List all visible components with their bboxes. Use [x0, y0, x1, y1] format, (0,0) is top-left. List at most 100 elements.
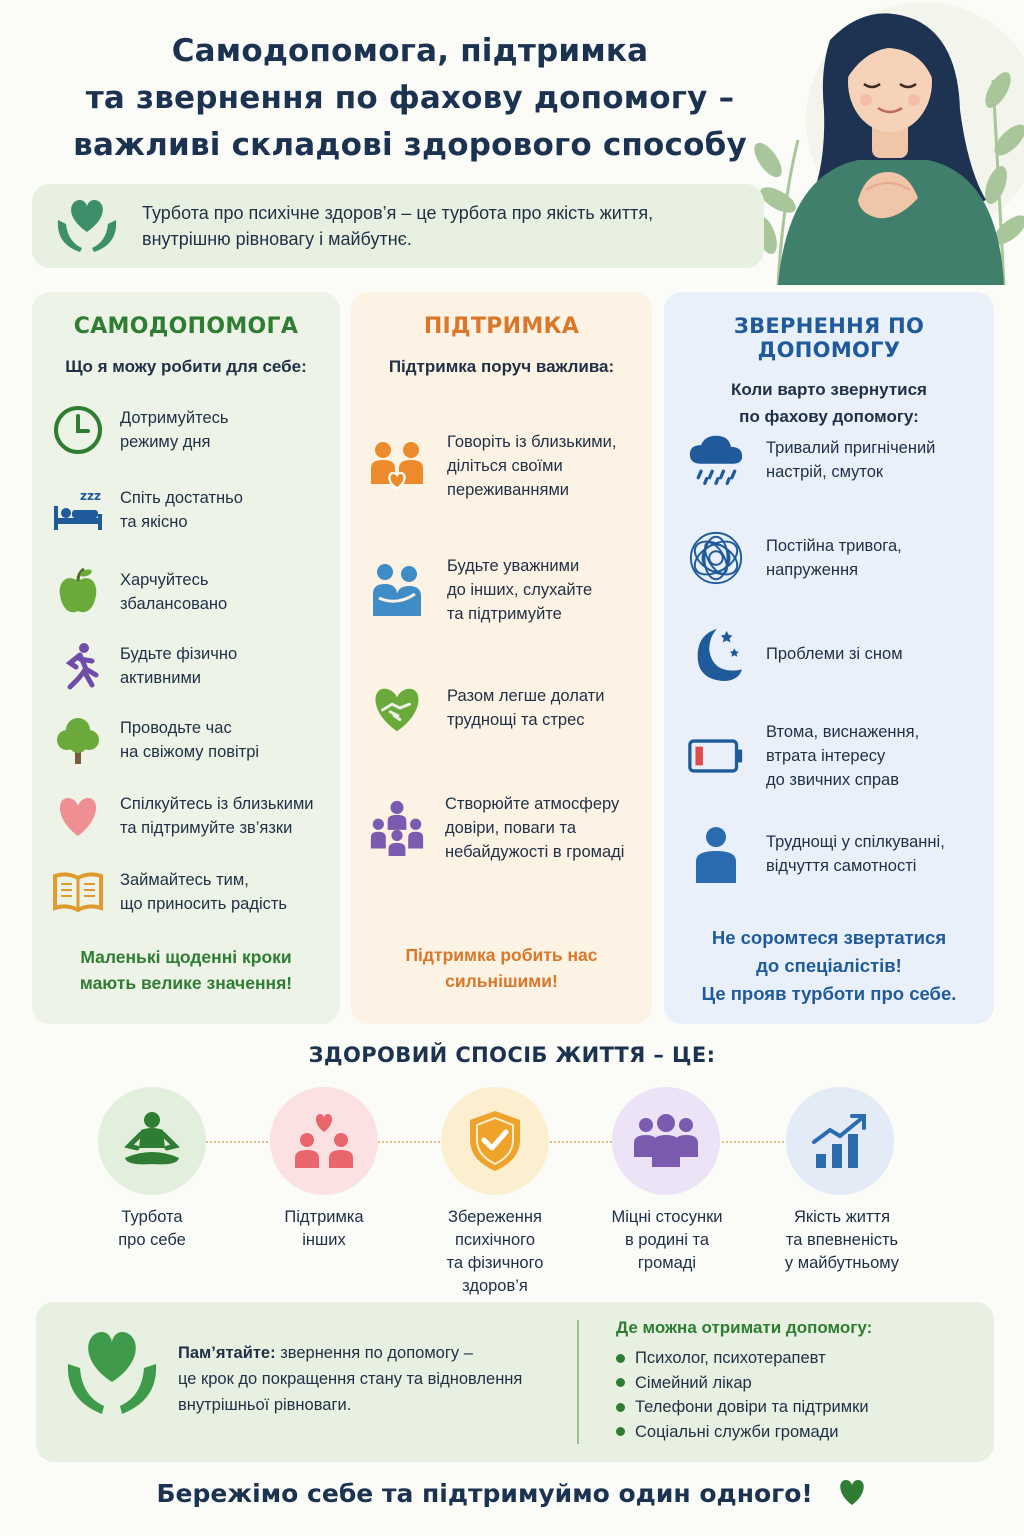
- person-icon: [688, 826, 744, 883]
- healthy-circle: [786, 1087, 894, 1195]
- list-item: Сімейний лікар: [616, 1371, 872, 1396]
- divider: [722, 1141, 784, 1143]
- item-text: до інших, слухайте: [447, 581, 593, 599]
- tangle-icon: [688, 530, 744, 586]
- footer-text: Бережімо себе та підтримуймо один одного…: [156, 1479, 813, 1508]
- label-line: Турбота: [121, 1208, 183, 1226]
- divider: [577, 1320, 579, 1444]
- label-line: інших: [302, 1231, 346, 1249]
- footer-line: сильнішими!: [445, 971, 558, 991]
- self-help-title: САМОДОПОМОГА: [73, 314, 299, 339]
- hands-heart-icon: [32, 196, 142, 256]
- item-text: Спілкуйтесь із близькими: [120, 795, 314, 813]
- label-line: у майбутньому: [784, 1254, 900, 1272]
- footer-line: Це прояв турботи про себе.: [701, 983, 957, 1004]
- item-text: Займайтесь тим,: [120, 871, 249, 889]
- self-help-subtitle: Що я можу робити для себе:: [65, 357, 307, 376]
- item-text: настрій, смуток: [766, 463, 884, 481]
- label-line: психічного: [454, 1231, 536, 1249]
- clock-icon: [50, 402, 106, 458]
- list-item: Харчуйтесь збалансовано: [50, 564, 227, 620]
- item-text: активними: [120, 669, 202, 687]
- list-item: Телефони довіри та підтримки: [616, 1395, 872, 1420]
- list-item: Будьте фізично активними: [50, 638, 237, 694]
- item-text: Труднощі у спілкуванні,: [766, 833, 945, 851]
- remember-line-3: внутрішньої рівноваги.: [178, 1396, 352, 1414]
- where-help: Де можна отримати допомогу: Психолог, пс…: [616, 1318, 872, 1444]
- item-text: Дотримуйтесь: [120, 409, 229, 427]
- support-footer: Підтримка робить нас сильнішими!: [351, 942, 652, 994]
- title-line-1: Самодопомога, підтримка: [171, 33, 649, 69]
- label-line: в родині та: [624, 1231, 710, 1249]
- footer-line: Не соромтеся звертатися: [711, 927, 947, 948]
- self-help-column: САМОДОПОМОГА Що я можу робити для себе: …: [32, 292, 340, 1024]
- meditation-icon: [124, 1112, 180, 1165]
- label-line: Підтримка: [284, 1208, 364, 1226]
- hug-icon: [369, 562, 425, 618]
- low-battery-icon: [688, 728, 744, 784]
- label-line: та впевненість: [785, 1231, 899, 1249]
- list-item: Психолог, психотерапевт: [616, 1346, 872, 1371]
- label-line: громаді: [637, 1254, 697, 1272]
- hands-heart-icon: [64, 1328, 160, 1425]
- heart-icon: [50, 788, 106, 844]
- item-text: та підтримуйте: [447, 605, 562, 623]
- group-icon: [634, 1114, 698, 1167]
- healthy-label: Турбота про себе: [72, 1206, 232, 1252]
- item-text: переживаннями: [447, 481, 570, 499]
- runner-icon: [50, 638, 106, 694]
- item-text: напруження: [766, 561, 859, 579]
- footer-line: Маленькі щоденні кроки: [80, 947, 292, 967]
- item-text: Проблеми зі сном: [766, 645, 903, 663]
- support-subtitle: Підтримка поруч важлива:: [388, 357, 615, 376]
- item-text: Постійна тривога,: [766, 537, 902, 555]
- item-text: небайдужості в громаді: [445, 843, 625, 861]
- list-item: Соціальні служби громади: [616, 1420, 872, 1445]
- healthy-circle: [441, 1087, 549, 1195]
- item-text: Тривалий пригнічений: [766, 439, 936, 457]
- intro-banner: Турбота про психічне здоров’я – це турбо…: [32, 184, 764, 268]
- people-heart-icon: [295, 1114, 353, 1168]
- list-item: Проводьте час на свіжому повітрі: [50, 712, 259, 768]
- remember-box: Пам’ятайте: звернення по допомогу – це к…: [36, 1302, 994, 1462]
- family-heart-icon: [369, 438, 425, 494]
- intro-line-2: внутрішню рівновагу і майбутнє.: [142, 229, 412, 249]
- footer-slogan: Бережімо себе та підтримуймо один одного…: [0, 1478, 1024, 1508]
- list-item: Труднощі у спілкуванні,відчуття самотнос…: [688, 826, 945, 883]
- footer-line: Підтримка робить нас: [405, 945, 598, 965]
- item-text: труднощі та стрес: [447, 711, 585, 729]
- help-footer: Не соромтеся звертатися до спеціалістів!…: [664, 924, 994, 1008]
- item-text: діліться своїми: [447, 457, 563, 475]
- healthy-label: Якість життя та впевненість у майбутньом…: [754, 1206, 930, 1275]
- item-text: режиму дня: [120, 433, 211, 451]
- footer-line: мають велике значення!: [79, 973, 293, 993]
- healthy-label: Підтримка інших: [244, 1206, 404, 1252]
- healthy-label: Міцні стосунки в родині та громаді: [584, 1206, 750, 1275]
- list-item: Говоріть із близькими, діліться своїми пер…: [369, 430, 616, 502]
- shield-check-icon: [470, 1111, 520, 1171]
- item-text: Говоріть із близькими,: [447, 433, 617, 451]
- item-text: на свіжому повітрі: [120, 743, 260, 761]
- item-text: Створюйте атмосферу: [445, 795, 620, 813]
- item-text: втрата інтересу: [766, 747, 886, 765]
- support-column: ПІДТРИМКА Підтримка поруч важлива: Говор…: [351, 292, 652, 1024]
- help-title: ЗВЕРНЕННЯ ПО ДОПОМОГУ: [733, 314, 925, 362]
- item-text: збалансовано: [120, 595, 228, 613]
- label-line: Збереження: [448, 1208, 542, 1226]
- tree-icon: [50, 712, 106, 768]
- item-text: та якісно: [120, 513, 188, 531]
- divider: [378, 1141, 440, 1143]
- growth-chart-icon: [812, 1114, 866, 1168]
- moon-icon: [688, 626, 744, 682]
- item-text: Будьте фізично: [120, 645, 238, 663]
- svg-text:zzz: zzz: [80, 489, 101, 503]
- item-text: Харчуйтесь: [120, 571, 209, 589]
- healthy-circle: [270, 1087, 378, 1195]
- label-line: Якість життя: [793, 1208, 891, 1226]
- remember-bold: Пам’ятайте:: [178, 1344, 276, 1362]
- item-text: Проводьте час: [120, 719, 232, 737]
